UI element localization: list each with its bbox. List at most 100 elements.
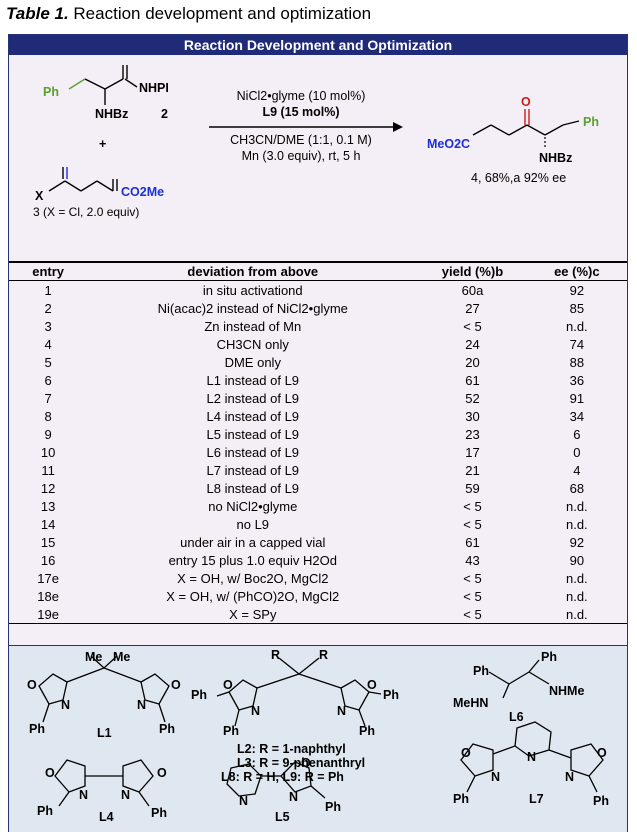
l2-r-left: R [271,648,281,662]
cell-deviation: CH3CN only [216,336,289,352]
acyl-label: 3 (X = Cl, 2.0 equiv) [33,205,140,219]
product-ph: Ph [583,115,599,129]
cell-ee: n.d. [565,570,588,586]
ligand-l6-label: L6 [509,710,524,724]
table-row: 4 CH3CN only 24 74 [9,335,627,353]
cell-entry: 18e [37,588,59,604]
cell-deviation: no NiCl2•glyme [208,498,298,514]
ligand-l4-label: L4 [99,810,114,824]
cell-ee: 92 [569,282,585,298]
cell-deviation: L8 instead of L9 [206,480,300,496]
ligand-l7-label: L7 [529,792,544,806]
cell-deviation: no L9 [236,516,270,532]
product-ester: MeO2C [427,137,471,151]
cell-yield: 23 [465,426,480,442]
plus-sign: + [99,137,107,151]
scheme-bonds [48,65,580,192]
product-carbonyl-o: O [521,95,531,109]
cell-yield: < 5 [463,498,482,514]
cell-entry: 4 [44,336,52,352]
l7-n-right: N [565,770,575,784]
cell-deviation: Zn instead of Mn [204,318,302,334]
cell-deviation: X = SPy [87,605,419,624]
cell-entry: 16 [40,552,56,568]
l1-o-right: O [171,678,181,692]
cell-entry: 14 [40,516,56,532]
table-row: 13 no NiCl2•glyme < 5 n.d. [9,497,627,515]
cell-yield: < 5 [418,605,527,624]
cell-deviation: L1 instead of L9 [206,372,300,388]
l2-ph-2: Ph [383,688,399,702]
cell-deviation: DME only [224,354,281,370]
cell-deviation: L6 instead of L9 [206,444,300,460]
cell-entry: 12 [40,480,56,496]
cell-ee: 74 [569,336,585,352]
l6-mehn: MeHN [453,696,489,710]
l7-o-right: O [597,746,607,760]
l2-ph-4: Ph [359,724,375,738]
reagent-ph: Ph [43,85,59,99]
l4-ph-right: Ph [151,806,167,820]
cell-yield: 20 [465,354,480,370]
caption-label: Table 1. [6,4,69,23]
product-nhbz: NHBz [539,151,573,165]
l2-o-right: O [367,678,377,692]
l5-ph: Ph [325,800,341,814]
cell-ee: n.d. [565,588,588,604]
cell-ee: 91 [569,390,585,406]
cell-ee: 90 [569,552,585,568]
reagent-amide: NHPI [139,81,169,95]
cell-yield: 43 [465,552,480,568]
cell-yield: < 5 [463,588,482,604]
condition-catalyst: NiCl2•glyme (10 mol%) [236,89,366,103]
cell-ee: 34 [569,408,585,424]
table-frame: Reaction Development and Optimization [8,34,628,832]
cell-entry: 13 [40,498,56,514]
l6-nhme: NHMe [549,684,585,698]
condition-ligand: L9 (15 mol%) [262,105,340,119]
cell-yield: 59 [465,480,480,496]
l2-ph-1: Ph [191,688,207,702]
ligand-l8-l9-label: L8: R = H, L9: R = Ph [221,770,344,784]
l4-ph-left: Ph [37,804,53,818]
table-caption: Table 1. Reaction development and optimi… [6,4,371,24]
cell-entry: 10 [40,444,56,460]
cell-ee: 6 [573,426,581,442]
ligand-l2-label: L2: R = 1-naphthyl [237,742,346,756]
l4-o-right: O [157,766,167,780]
ligand-l3-label: L3: R = 9-phenanthryl [237,756,366,770]
cell-deviation: Ni(acac)2 instead of NiCl2•glyme [157,300,348,316]
l2-ph-3: Ph [223,724,239,738]
cell-entry: 5 [44,354,52,370]
cell-yield: < 5 [463,516,482,532]
cell-yield: 24 [465,336,480,352]
acyl-x: X [35,189,44,203]
cell-yield: 61 [465,372,480,388]
reagent-number: 2 [161,107,168,121]
optimization-table: entry deviation from above yield (%)b ee… [9,261,627,645]
l2-n-left: N [251,704,261,718]
cell-yield: 60a [461,282,484,298]
col-entry: entry [32,264,65,279]
cell-yield: 17 [465,444,480,460]
l1-ph-left: Ph [29,722,45,736]
condition-solvent: CH3CN/DME (1:1, 0.1 M) [230,133,372,147]
cell-ee: n.d. [565,498,588,514]
l5-n: N [289,790,299,804]
l1-n-right: N [137,698,147,712]
l1-o-left: O [27,678,37,692]
l7-ph-left: Ph [453,792,469,806]
cell-entry: 19e [9,605,88,624]
l2-n-right: N [337,704,347,718]
